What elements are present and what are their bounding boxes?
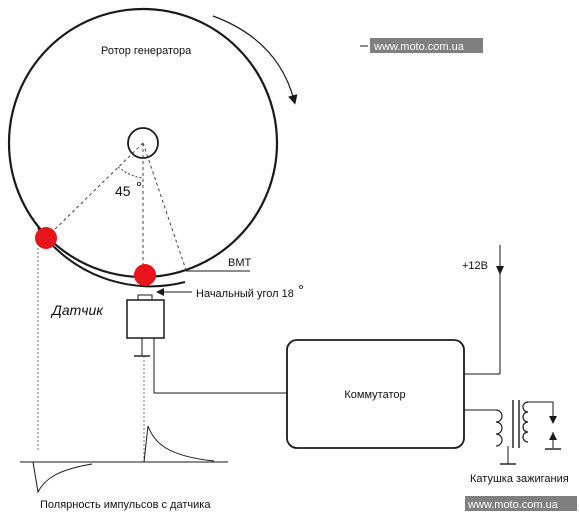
watermark-bottom: www.moto.com.ua (467, 499, 559, 511)
watermark-bottom-bg (465, 496, 577, 511)
degree-mark-45 (136, 181, 141, 186)
rotor-title: Ротор генератора (101, 45, 192, 57)
sensor-body (126, 299, 165, 339)
rotor-magnet-strip (37, 227, 186, 288)
coil-secondary (522, 401, 529, 443)
degree-mark-18 (299, 285, 303, 289)
commutator-box (286, 339, 465, 449)
sensor-commutator-wire (153, 338, 287, 394)
sensor-label: Датчик (50, 302, 104, 318)
commutator-label: Коммутатор (344, 389, 405, 401)
initial-angle-label: Начальный угол 18 (196, 288, 294, 300)
watermark-top: www.moto.com.ua (373, 41, 465, 53)
watermark-top-bg (370, 38, 483, 53)
bmt-label: BMT (228, 257, 252, 269)
rotation-arrow (212, 15, 298, 105)
waveform-negative-pulse (32, 461, 93, 494)
supply-label: +12В (462, 260, 488, 272)
spark-lead-top (528, 401, 554, 420)
coil-label: Катушка зажигания (470, 473, 569, 485)
radial-line-bmt (142, 142, 187, 271)
polarity-label: Полярность импульсов с датчика (40, 499, 211, 511)
spark-arrow-down (549, 416, 557, 424)
spark-arrow-up (549, 432, 557, 440)
angle-label: 45 (115, 183, 131, 199)
supply-arrow (496, 266, 504, 275)
radial-line-45 (45, 142, 144, 239)
magnet-marker-bottom (134, 264, 156, 286)
angle-arc-45 (117, 166, 144, 179)
waveform-positive-pulse (143, 425, 215, 463)
magnet-marker-left (35, 227, 57, 249)
coil-primary (495, 409, 503, 447)
